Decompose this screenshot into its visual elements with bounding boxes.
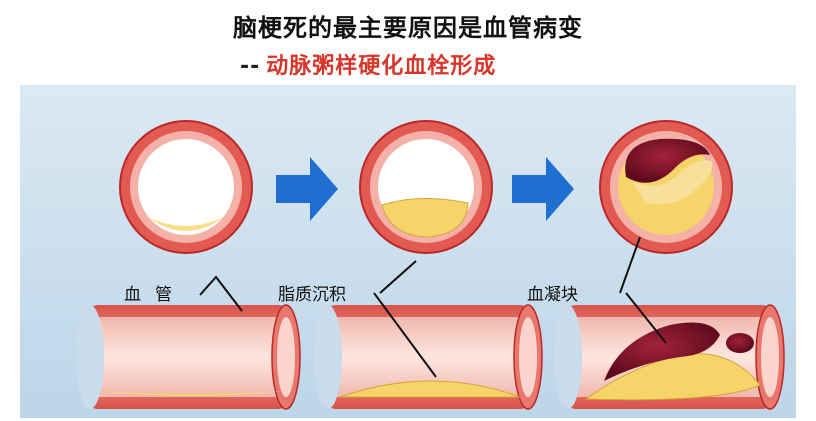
label-blood-clot: 血凝块 <box>527 285 578 305</box>
right-arrow-icon <box>276 157 338 221</box>
stage1-longitudinal-section <box>76 304 301 410</box>
right-arrow-icon <box>512 157 574 221</box>
page-subtitle: --动脉粥样硬化血栓形成 <box>240 48 496 80</box>
stage2-longitudinal-section <box>314 304 543 410</box>
subtitle-prefix: -- <box>240 54 261 79</box>
subtitle-text: 动脉粥样硬化血栓形成 <box>266 54 497 79</box>
illustration-panel: 血管 脂质沉积 血凝块 <box>20 85 796 418</box>
stage1-cross-section <box>119 120 253 254</box>
label-lipid-deposition: 脂质沉积 <box>278 285 346 305</box>
stage3-longitudinal-section <box>554 304 785 410</box>
label-vessel: 血管 <box>124 285 186 305</box>
stage2-cross-section <box>359 120 493 254</box>
atherosclerosis-illustration <box>76 120 785 410</box>
page-title: 脑梗死的最主要原因是血管病变 <box>233 14 583 42</box>
pointer-lines <box>199 236 667 378</box>
stage3-cross-section <box>599 120 733 254</box>
